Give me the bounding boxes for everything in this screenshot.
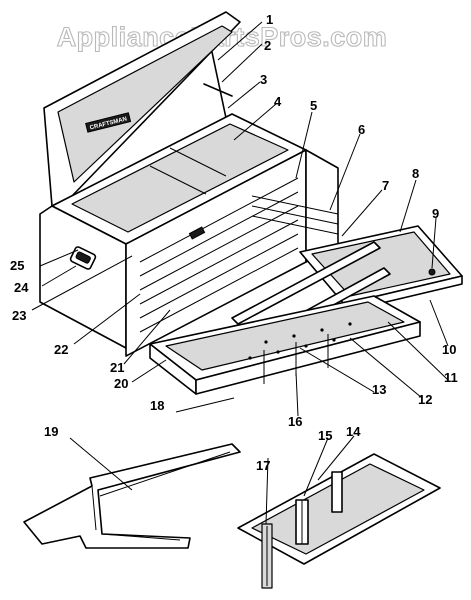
part-19-liner [23, 443, 241, 549]
drawer-rails [251, 195, 339, 235]
callout-11: 11 [444, 370, 458, 385]
callout-25: 25 [10, 258, 24, 273]
tray-divider-2 [169, 147, 227, 177]
callout-22: 22 [54, 342, 68, 357]
upper-drawer-floor [311, 231, 451, 297]
callout-6: 6 [358, 122, 365, 137]
callout-14: 14 [346, 424, 361, 439]
leader-lines [31, 21, 449, 525]
side-handle-grip [75, 251, 91, 264]
callout-9: 9 [432, 206, 439, 221]
callout-5: 5 [310, 98, 317, 113]
callout-1: 1 [266, 12, 273, 27]
callout-4: 4 [274, 94, 282, 109]
tray-divider [149, 165, 207, 195]
slide-rail-left [231, 241, 381, 325]
lid-stay [211, 51, 227, 119]
upper-drawer-pull [428, 268, 436, 276]
callout-13: 13 [372, 382, 386, 397]
callout-17: 17 [256, 458, 270, 473]
callout-3: 3 [260, 72, 267, 87]
callout-18: 18 [150, 398, 164, 413]
callout-16: 16 [288, 414, 302, 429]
chest-tray [71, 123, 289, 233]
lower-drawer-floor [165, 301, 405, 371]
callout-21: 21 [110, 360, 124, 375]
callout-10: 10 [442, 342, 456, 357]
part-17-strip [261, 523, 273, 589]
callout-15: 15 [318, 428, 332, 443]
drawer-floor-studs [248, 322, 352, 360]
lock [188, 226, 206, 240]
callout-19: 19 [44, 424, 58, 439]
lid-hinge-arm [203, 83, 233, 97]
callout-23: 23 [12, 308, 26, 323]
callout-24: 24 [14, 280, 29, 295]
brand-plate [85, 112, 132, 133]
part-15-bracket [295, 471, 343, 545]
chest-lid-inner [57, 25, 233, 183]
callout-20: 20 [114, 376, 128, 391]
callout-labels: 1 2 3 4 5 6 7 8 9 10 11 12 13 14 15 16 1… [10, 12, 458, 473]
callout-7: 7 [382, 178, 389, 193]
lower-drawer-front [195, 321, 421, 395]
callout-12: 12 [418, 392, 432, 407]
callout-8: 8 [412, 166, 419, 181]
tool-chest: CRAFTSMAN [39, 11, 463, 395]
callout-2: 2 [264, 38, 271, 53]
